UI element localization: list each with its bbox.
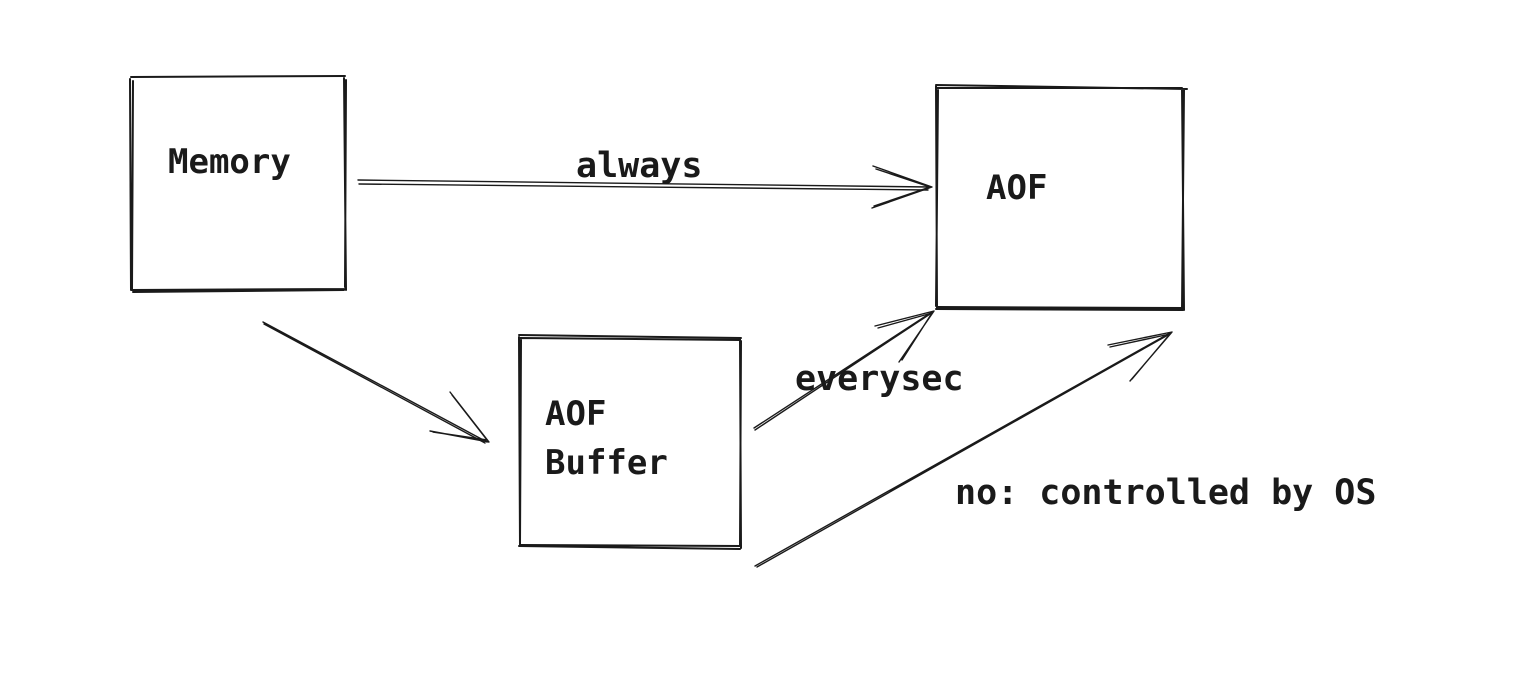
edge-no: no: controlled by OS bbox=[754, 331, 1376, 568]
aof-label: AOF bbox=[986, 168, 1047, 208]
aof-node: AOF bbox=[935, 84, 1188, 311]
edge-always-line bbox=[357, 179, 931, 191]
edge-everysec: everysec bbox=[753, 310, 964, 431]
memory-node: Memory bbox=[129, 75, 347, 293]
edge-no-arrowhead bbox=[1107, 331, 1173, 382]
edge-no-line bbox=[754, 332, 1171, 568]
edge-no-label: no: controlled by OS bbox=[955, 473, 1376, 513]
edge-everysec-arrowhead bbox=[874, 310, 935, 363]
edge-memory-to-buffer-line bbox=[262, 321, 488, 444]
aof-buffer-label-line2: Buffer bbox=[545, 443, 668, 483]
memory-label: Memory bbox=[168, 142, 291, 182]
edge-always-label: always bbox=[576, 146, 702, 186]
edge-everysec-line bbox=[753, 311, 933, 431]
edge-always-arrowhead bbox=[871, 165, 933, 209]
aof-buffer-node: AOF Buffer bbox=[518, 334, 742, 550]
aof-buffer-label-line1: AOF bbox=[545, 394, 606, 434]
edge-everysec-label: everysec bbox=[795, 359, 964, 399]
edge-memory-to-buffer-arrowhead bbox=[429, 391, 490, 443]
edge-always: always bbox=[357, 146, 933, 209]
edge-memory-to-buffer bbox=[262, 321, 490, 444]
